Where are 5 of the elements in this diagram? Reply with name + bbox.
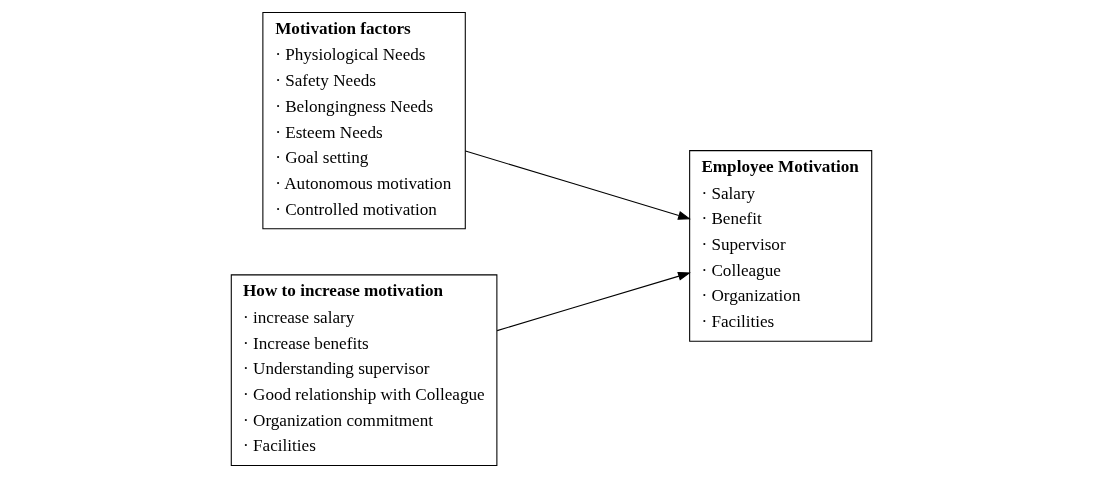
arrow bbox=[464, 150, 691, 220]
node-box: How to increase motivation · increase salary · Increase benefits · Understanding supervisor · Good relationship with Colleague · Organization commitment · Facilities bbox=[230, 274, 497, 467]
arrow bbox=[496, 271, 691, 332]
node-box: Employee Motivation · Salary · Benefit · Supervisor · Colleague · Organization · Facilities bbox=[688, 150, 872, 342]
node-box: Motivation factors · Physiological Needs · Safety Needs · Belongingness Needs · Esteem Needs · Goal setting · Autonomous motivation · Controlled motivation bbox=[261, 11, 466, 230]
